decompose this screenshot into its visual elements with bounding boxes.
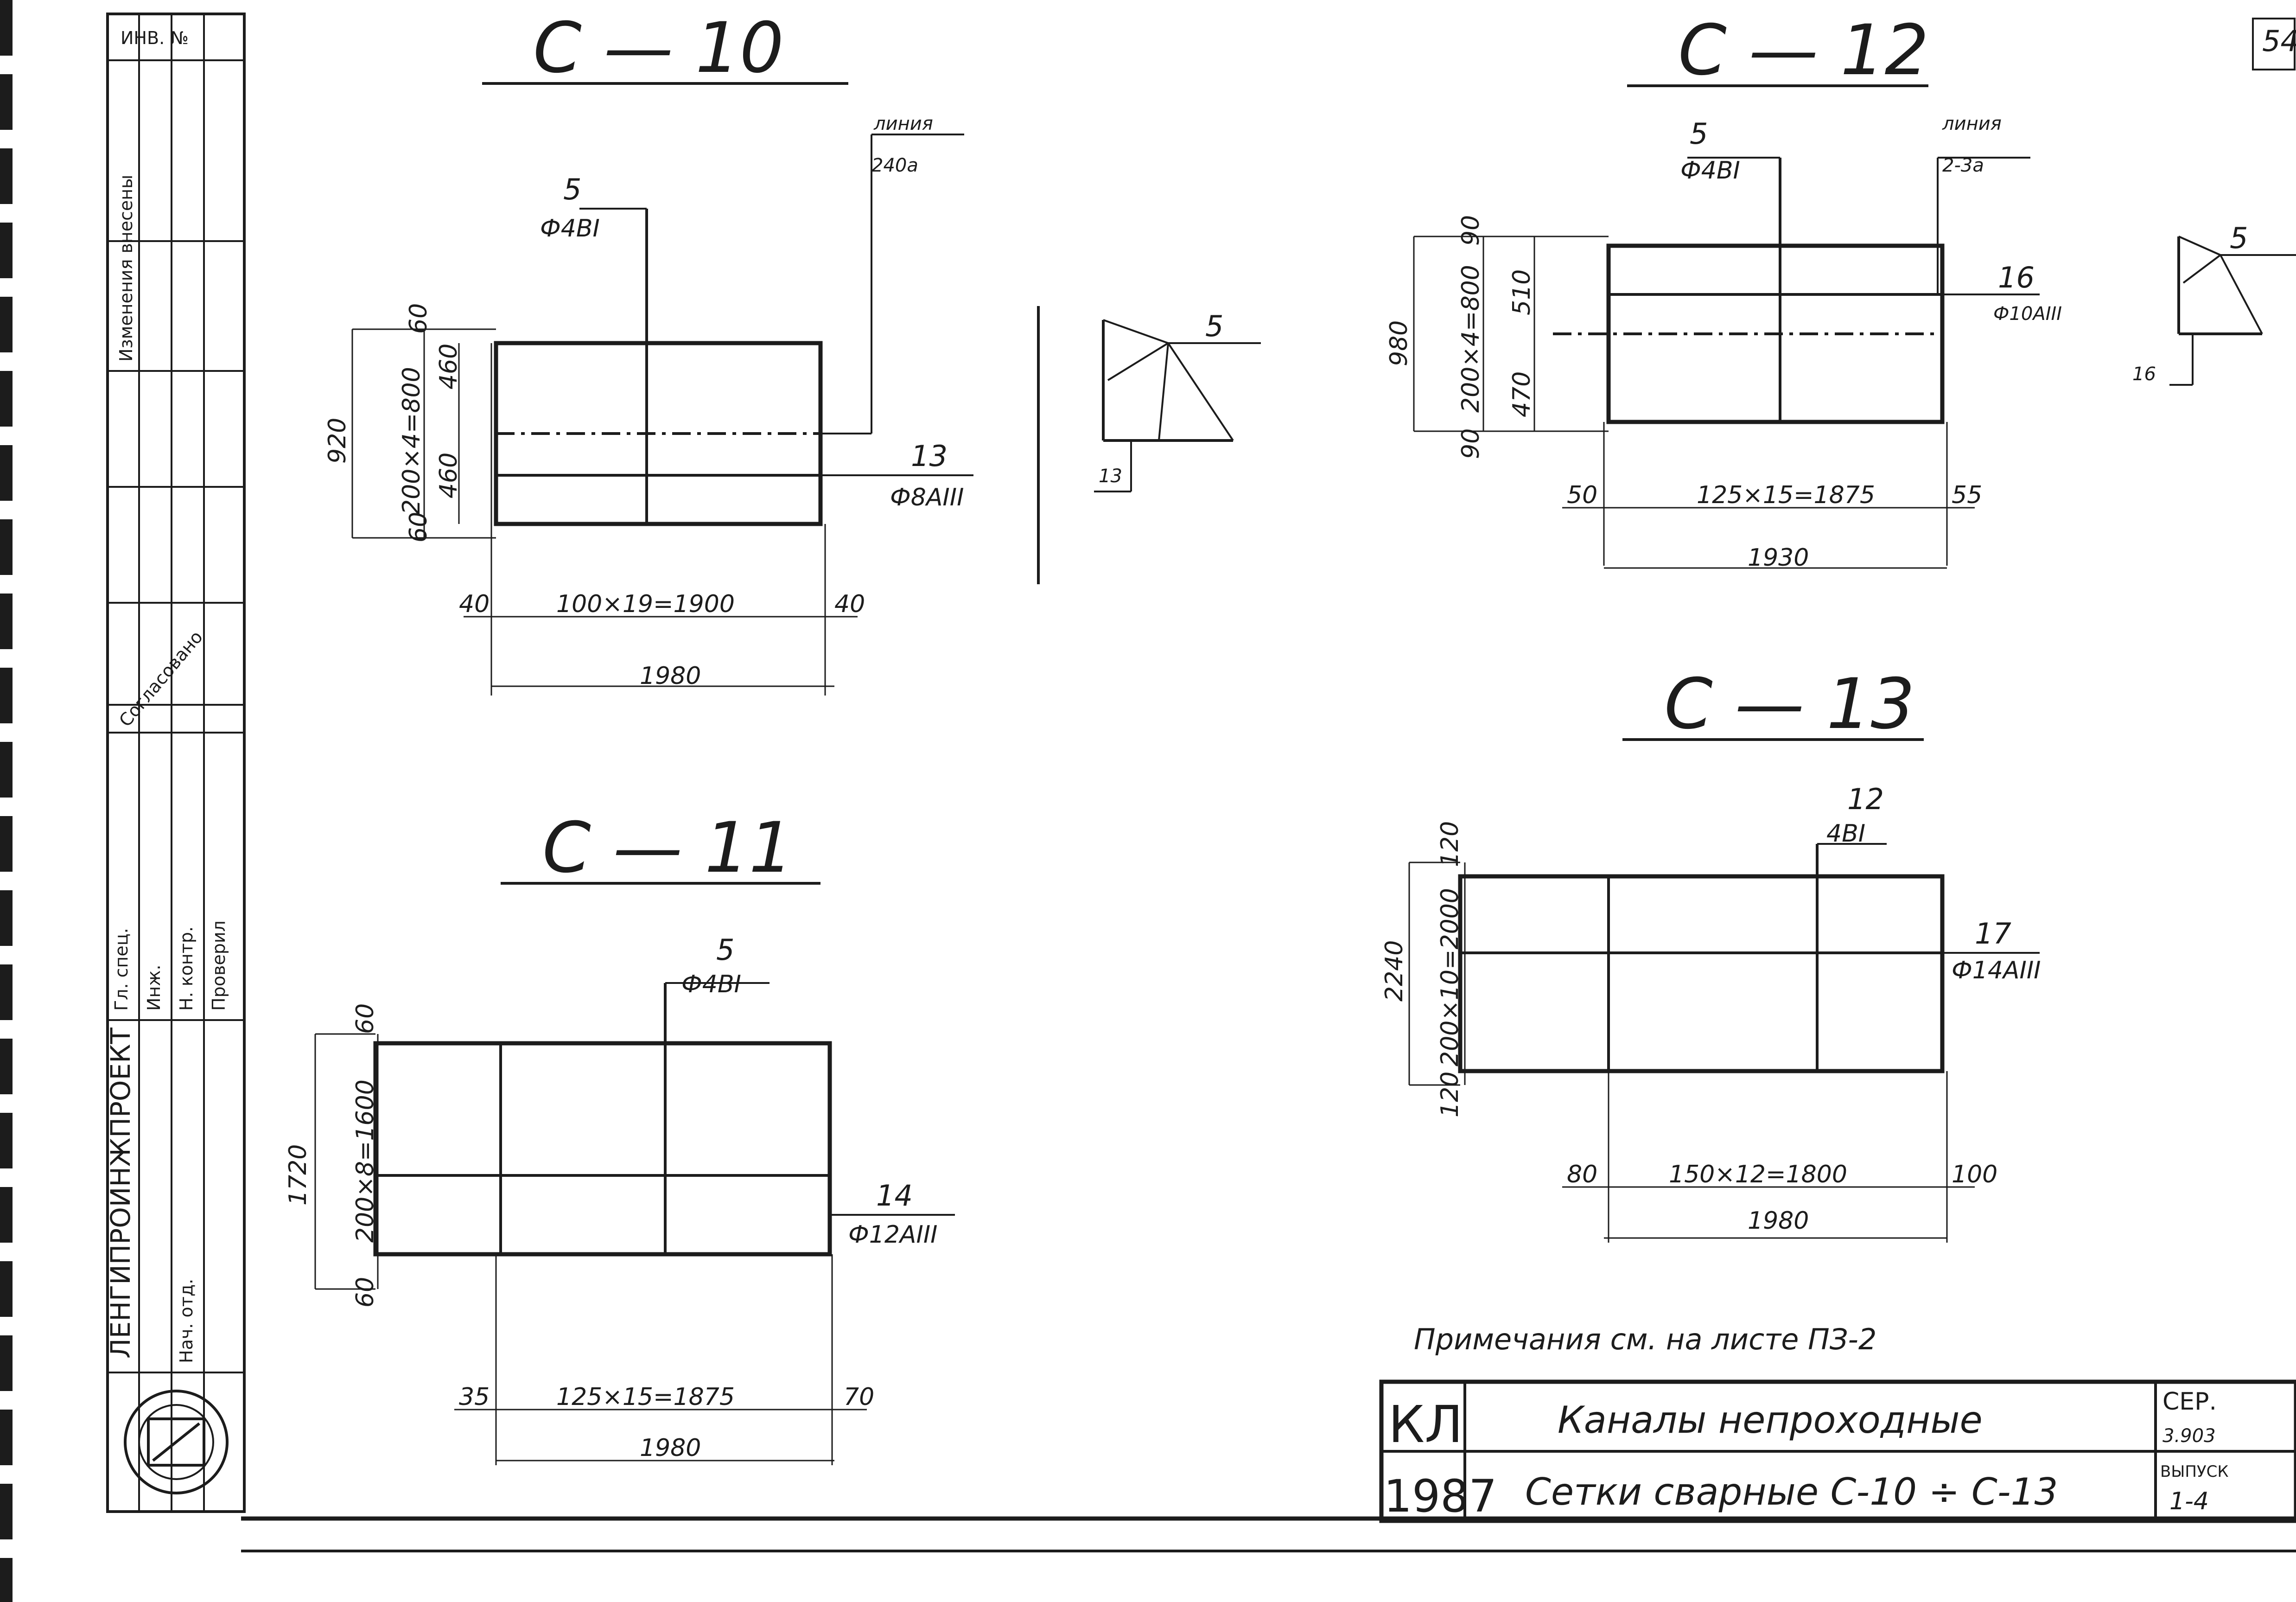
c12-bar-top-spec: Ф4ВI <box>1680 157 1740 185</box>
c11-right-edge: 70 <box>844 1383 874 1411</box>
c10-half-bottom: 460 <box>435 453 463 498</box>
c10-bottom-edge: 60 <box>405 512 432 543</box>
stamp-row-1: Изменения внесены <box>116 175 136 362</box>
c13-title: С — 13 <box>1664 664 1915 745</box>
c13-height-total: 2240 <box>1380 940 1408 1002</box>
c12-width-inner: 125×15=1875 <box>1697 481 1875 509</box>
sheet-note: Примечания см. на листе ПЗ-2 <box>1414 1322 1876 1356</box>
c11-bottom-edge: 60 <box>351 1277 379 1308</box>
c11-height-inner: 200×8=1600 <box>351 1079 379 1243</box>
c13-width-total: 1980 <box>1748 1207 1809 1235</box>
c10-right-edge: 40 <box>834 590 865 618</box>
detail-1-label-b: 13 <box>1099 466 1122 487</box>
c10-half-top: 460 <box>435 344 463 389</box>
net-c10: С — 10 5 Ф4ВI линия 240а 13 Ф8АIII 920 2… <box>324 8 973 696</box>
c13-bar-top-spec: 4ВI <box>1826 820 1865 848</box>
c12-bottom-edge: 90 <box>1457 428 1485 459</box>
c13-left-edge: 80 <box>1567 1161 1597 1188</box>
c12-top-edge: 90 <box>1457 215 1485 246</box>
c12-height-inner: 200×4=800 <box>1457 265 1485 413</box>
title-year: 1987 <box>1384 1470 1497 1522</box>
issue-label: ВЫПУСК <box>2160 1462 2229 1481</box>
c13-right-edge: 100 <box>1952 1161 1997 1188</box>
c11-bar-side-spec: Ф12АIII <box>848 1221 938 1249</box>
c13-bottom-edge: 120 <box>1436 1072 1464 1117</box>
c10-bar-top-spec: Ф4ВI <box>540 215 600 243</box>
detail-1: 5 13 <box>1094 309 1261 492</box>
stamp-row-2: Согласовано <box>115 627 207 731</box>
issue-value: 1-4 <box>2169 1487 2209 1515</box>
c10-bar-side-label: 13 <box>911 439 948 473</box>
c13-bar-side-label: 17 <box>1975 917 2011 951</box>
c12-title: С — 12 <box>1678 10 1929 91</box>
c13-bar-top-label: 12 <box>1847 782 1884 816</box>
c13-height-inner: 200×10=2000 <box>1436 888 1464 1066</box>
title-block: КЛ 1987 Каналы непроходные Сетки сварные… <box>1379 1379 2296 1523</box>
c10-line-note-1: линия <box>873 113 933 134</box>
c10-top-edge: 60 <box>405 303 432 334</box>
c12-bar-side-spec: Ф10АIII <box>1993 303 2062 325</box>
c11-title: С — 11 <box>542 808 793 888</box>
title-sub: Сетки сварные С-10 ÷ С-13 <box>1525 1470 2058 1513</box>
series-value: 3.903 <box>2162 1425 2216 1447</box>
stamp-row-5: Н. контр. <box>176 926 197 1011</box>
page-number: 54 <box>2262 24 2296 58</box>
c11-left-edge: 35 <box>459 1383 490 1411</box>
c11-width-inner: 125×15=1875 <box>556 1383 735 1411</box>
stamp-row-6: Проверил <box>209 920 229 1011</box>
c12-bar-side-label: 16 <box>1998 261 2035 294</box>
title-code: КЛ <box>1388 1395 1463 1454</box>
c10-width-inner: 100×19=1900 <box>556 590 735 618</box>
c10-title: С — 10 <box>533 8 784 89</box>
net-c13: С — 13 12 4ВI 17 Ф14АIII 2240 200×10=200… <box>1380 664 2041 1243</box>
stamp-row-3: Гл. спец. <box>111 928 132 1011</box>
c10-line-note-2: 240а <box>871 155 918 176</box>
net-c11: С — 11 5 Ф4ВI 14 Ф12АIII 1720 200×8=1600… <box>284 808 955 1465</box>
c11-bar-side-label: 14 <box>876 1179 913 1213</box>
c12-bar-top-label: 5 <box>1690 117 1708 151</box>
stamp-row-4: Инж. <box>144 964 164 1011</box>
c12-width-total: 1930 <box>1748 544 1809 572</box>
detail-2: 5 16 <box>2132 221 2296 386</box>
detail-2-label-a: 5 <box>2230 221 2248 255</box>
c11-height-total: 1720 <box>284 1144 312 1206</box>
c12-right-edge: 55 <box>1952 481 1982 509</box>
c11-top-edge: 60 <box>351 1003 379 1034</box>
c10-bar-top-label: 5 <box>563 172 581 206</box>
c11-bar-top-spec: Ф4ВI <box>681 970 741 998</box>
c13-bar-side-spec: Ф14АIII <box>1952 957 2041 984</box>
c12-line-note-2: 2-3а <box>1942 155 1984 176</box>
c12-half-bottom: 470 <box>1508 371 1536 417</box>
c12-left-edge: 50 <box>1567 481 1597 509</box>
c12-line-note-1: линия <box>1942 113 2002 134</box>
series-label: СЕР. <box>2162 1388 2217 1416</box>
c10-height-total: 920 <box>324 418 351 464</box>
c10-height-inner: 200×4=800 <box>398 367 426 515</box>
stamp-row-7: Нач. отд. <box>176 1279 197 1363</box>
c13-width-inner: 150×12=1800 <box>1669 1161 1847 1188</box>
detail-1-label-a: 5 <box>1205 309 1223 343</box>
c10-bar-side-spec: Ф8АIII <box>890 484 964 511</box>
c11-width-total: 1980 <box>640 1434 701 1462</box>
c12-height-total: 980 <box>1385 320 1413 366</box>
c13-mesh-outline <box>1458 874 1945 1073</box>
c10-width-total: 1980 <box>640 662 701 690</box>
c10-left-edge: 40 <box>459 590 490 618</box>
c13-top-edge: 120 <box>1436 821 1464 867</box>
net-c12: С — 12 5 Ф4ВI линия 2-3а 16 Ф10АIII 980 … <box>1385 10 2062 572</box>
page-number-box <box>2252 18 2296 70</box>
detail-2-label-b: 16 <box>2132 364 2156 385</box>
side-stamp: ИНВ. № ЛЕНГИПРОИНЖПРОЕКТ Изменения внесе… <box>0 0 246 1602</box>
title-main: Каналы непроходные <box>1558 1398 1983 1442</box>
c11-mesh-outline <box>373 1041 832 1257</box>
stamp-inv: ИНВ. № <box>121 28 189 48</box>
stamp-org: ЛЕНГИПРОИНЖПРОЕКТ <box>105 1028 136 1359</box>
c12-half-top: 510 <box>1508 269 1536 315</box>
c11-bar-top-label: 5 <box>716 933 734 967</box>
org-logo-icon <box>124 1390 229 1494</box>
